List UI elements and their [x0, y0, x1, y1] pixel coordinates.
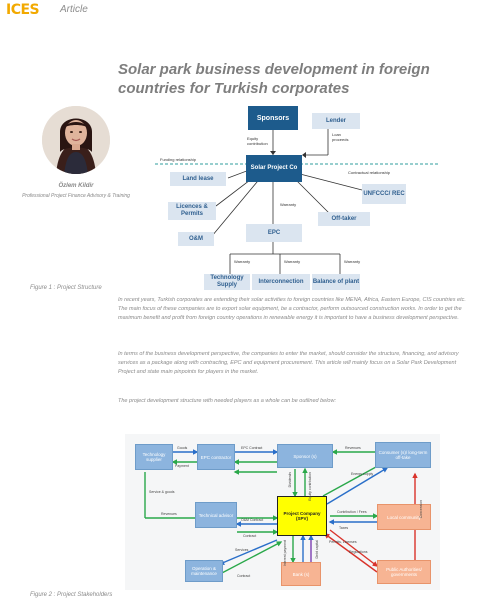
paragraph-3: The project development structure with n…: [118, 398, 336, 404]
technical-advisor-box: Technical advisor: [195, 502, 237, 528]
warranty-label-3: Warranty: [344, 259, 361, 264]
technology-supply-box: Technology Supply: [204, 274, 250, 290]
warranty-epc-label: Warranty: [280, 202, 297, 207]
om-box: O&M: [178, 232, 214, 246]
sponsors-box: Sponsors: [248, 106, 298, 130]
lender-box: Lender: [312, 113, 360, 129]
goods-label: Goods: [177, 446, 188, 450]
sponsors-box: Sponsor (s): [277, 444, 333, 468]
offtaker-box: Off-taker: [318, 212, 370, 226]
banks-box: Bank (s): [281, 562, 321, 586]
funding-label: Funding relationship: [160, 157, 197, 162]
project-co-box: Solar Project Co: [246, 155, 302, 182]
land-lease-box: Land lease: [170, 172, 226, 186]
spv-box: Project Company (SPV): [277, 496, 327, 536]
figure1-caption: Figure 1 : Project Structure: [30, 285, 102, 291]
consumers-box: Consumer (s)/ long-term off-take: [375, 442, 431, 468]
project-stakeholders-diagram: Technology supplier EPC contractor Spons…: [125, 434, 440, 590]
author-role: Professional Project Finance Advisory & …: [22, 193, 130, 199]
unfccc-box: UNFCCC/ REC: [362, 184, 406, 204]
sponsors-vertical-label: Equity contribution: [308, 472, 312, 501]
dividends-label: Dividends: [288, 472, 292, 488]
author-portrait: [42, 106, 110, 174]
paragraph-2: In terms of the business development per…: [118, 351, 459, 375]
contribution-label: Contribution / Fees: [337, 510, 367, 514]
technology-supplier-box: Technology supplier: [135, 444, 173, 470]
right-vertical-label: Concession: [419, 500, 423, 519]
service-goods-label: Service & goods: [149, 490, 175, 494]
epc-contractor-box: EPC contractor: [197, 444, 235, 470]
figure2-caption: Figure 2 : Project Stakeholders: [30, 592, 113, 598]
contractual-label: Contractual relationship: [348, 170, 391, 175]
regulations-label: Regulations: [349, 550, 368, 554]
licences-box: Licences & Permits: [168, 202, 216, 220]
balance-of-plant-box: Balance of plant: [312, 274, 360, 290]
paragraph-1: In recent years, Turkish corporates are …: [118, 297, 466, 321]
public-authorities-box: Public Authorities/ governments: [377, 560, 431, 584]
contract-mid-label: Contract: [243, 534, 257, 538]
contract-bottom-label: Contract: [237, 574, 251, 578]
section-label: Article: [60, 4, 88, 15]
revenues-top-label: Revenues: [345, 446, 361, 450]
logo: ICES: [6, 2, 40, 18]
revenues-left-label: Revenues: [161, 512, 177, 516]
epc-box: EPC: [246, 224, 302, 242]
epc-contract-label: EPC Contract: [241, 446, 263, 450]
loan-label: Loan proceeds: [332, 132, 349, 142]
permits-label: Permits, Licenses: [329, 540, 357, 544]
warranty-label-1: Warranty: [234, 259, 251, 264]
local-community-box: Local community: [377, 504, 431, 530]
equity-label: Equity contribution: [247, 136, 268, 146]
interconnection-box: Interconnection: [252, 274, 310, 290]
payment-label: Payment: [175, 464, 189, 468]
interest-label: Interest payment: [283, 540, 287, 567]
debt-capital-label: Debt capital: [315, 540, 319, 559]
warranty-label-2: Warranty: [284, 259, 301, 264]
taxes-label: Taxes: [339, 526, 349, 530]
project-structure-diagram: Sponsors Lender Solar Project Co Land le…: [150, 104, 440, 290]
article-title: Solar park business development in forei…: [118, 61, 430, 97]
om-contract-label: O&M Contract: [241, 518, 264, 522]
author-name: Özlem Kildir: [58, 183, 94, 189]
energy-supply-label: Energy supply: [351, 472, 374, 476]
om-box: Operation & maintenance: [185, 560, 223, 582]
services-label: Services: [235, 548, 249, 552]
